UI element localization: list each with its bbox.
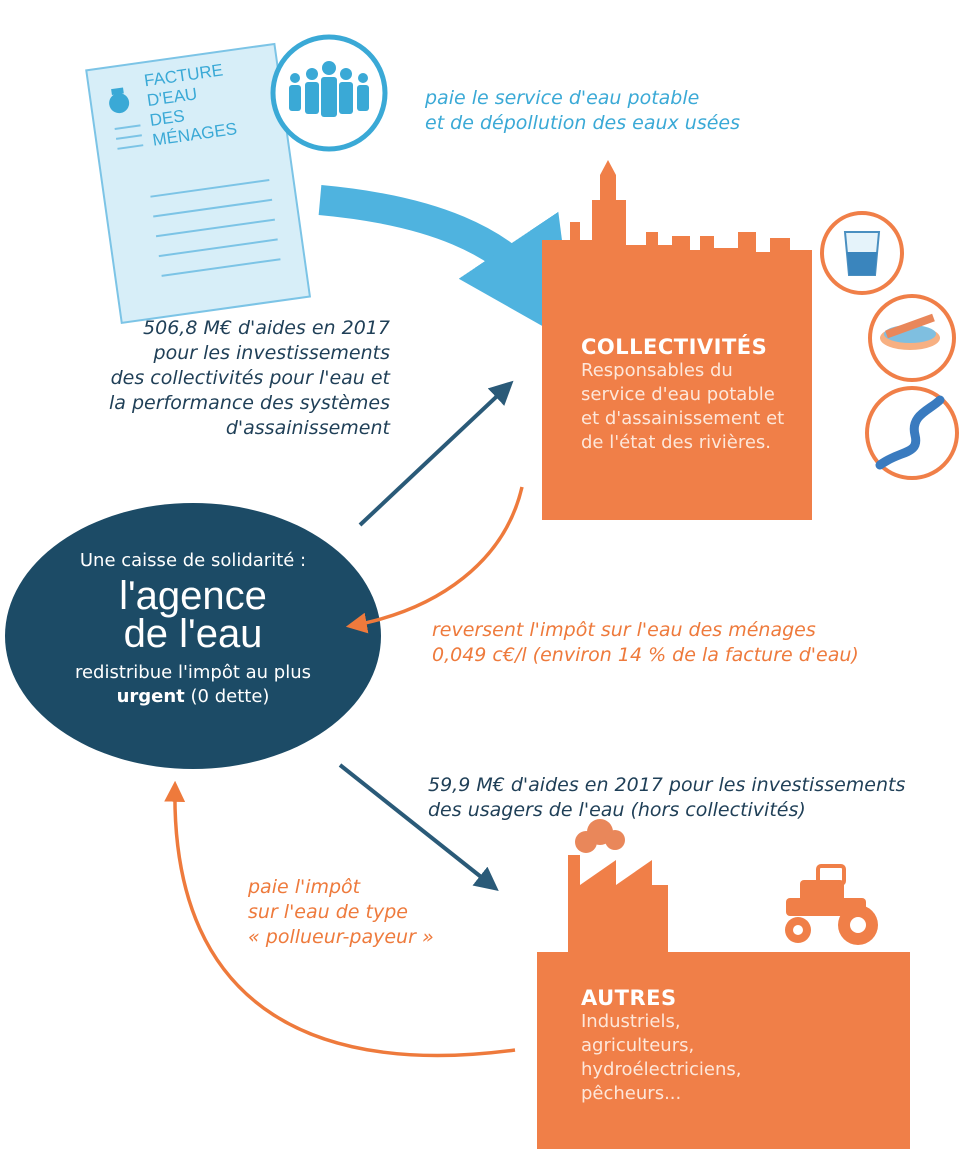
agence-header: Une caisse de solidarité : [79, 550, 307, 571]
pollueur-payeur-arrow [164, 780, 516, 1058]
text-line: paie l'impôt [248, 876, 361, 898]
reversent-text: reversent l'impôt sur l'eau des ménages … [432, 618, 859, 668]
agence-desc-line2: urgent (0 dette) [5, 685, 381, 709]
text-line: « pollueur-payeur » [248, 926, 434, 948]
water-glass-icon [820, 211, 904, 295]
agence-logo-line1: l'agence [119, 574, 267, 618]
text-line: hydroélectriciens, [581, 1059, 742, 1080]
text-line: Industriels, [581, 1011, 681, 1032]
text-line: de l'état des rivières. [581, 432, 772, 453]
text-line: paie le service d'eau potable [425, 87, 700, 109]
text-line: 506,8 M€ d'aides en 2017 [143, 317, 390, 339]
autres-text: AUTRES Industriels, agriculteurs, hydroé… [581, 986, 881, 1106]
collectivites-town-block [542, 160, 812, 520]
collectivites-title: COLLECTIVITÉS [581, 335, 768, 359]
text-line: des collectivités pour l'eau et [110, 367, 390, 389]
text-line: pour les investissements [153, 342, 390, 364]
text-line: d'assainissement [225, 417, 390, 439]
autres-title: AUTRES [581, 986, 677, 1010]
autres-industry-block [537, 819, 910, 1149]
water-treatment-tank-icon [868, 294, 956, 382]
agence-desc-line1: redistribue l'impôt au plus [74, 662, 312, 683]
pollueur-payeur-text: paie l'impôt sur l'eau de type « pollueu… [248, 875, 434, 950]
aid-usagers-text: 59,9 M€ d'aides en 2017 pour les investi… [428, 773, 905, 823]
agence-desc-bold: urgent [116, 686, 185, 707]
household-payment-text: paie le service d'eau potable et de dépo… [425, 86, 740, 136]
money-bag-icon [109, 87, 130, 114]
tractor-icon [785, 864, 878, 945]
aid-collectivites-text: 506,8 M€ d'aides en 2017 pour les invest… [20, 316, 390, 441]
agence-de-leau-circle [5, 503, 381, 769]
text-line: et de dépollution des eaux usées [425, 112, 741, 134]
text-line: Responsables du [581, 360, 733, 381]
aid-arrow-to-autres [338, 763, 499, 891]
flow-arrow-invoice-to-collectivites [318, 185, 576, 345]
text-line: 0,049 c€/l (environ 14 % de la facture d… [432, 644, 859, 666]
text-line: pêcheurs... [581, 1083, 682, 1104]
river-icon [865, 386, 959, 480]
text-line: agriculteurs, [581, 1035, 695, 1056]
text-line: et d'assainissement et [581, 408, 785, 429]
invoice-line: DES [149, 106, 186, 130]
text-line: des usagers de l'eau (hors collectivités… [428, 799, 806, 821]
invoice-document: FACTURE D'EAU DES MÉNAGES [85, 42, 312, 325]
text-line: la performance des systèmes [109, 392, 390, 414]
agence-text: Une caisse de solidarité : l'agence de l… [5, 550, 381, 709]
text-line: reversent l'impôt sur l'eau des ménages [432, 619, 816, 641]
collectivites-text: COLLECTIVITÉS Responsables du service d'… [581, 335, 811, 455]
text-line: 59,9 M€ d'aides en 2017 pour les investi… [428, 774, 906, 796]
aid-arrow-to-collectivites [358, 380, 514, 527]
smoke-icon [575, 819, 625, 853]
text-line: sur l'eau de type [248, 901, 408, 923]
household-people-icon [270, 34, 388, 152]
agence-desc-rest: (0 dette) [184, 686, 270, 707]
reversent-arrow [345, 486, 524, 634]
text-line: service d'eau potable [581, 384, 775, 405]
agence-logo-line2: de l'eau [123, 612, 263, 656]
